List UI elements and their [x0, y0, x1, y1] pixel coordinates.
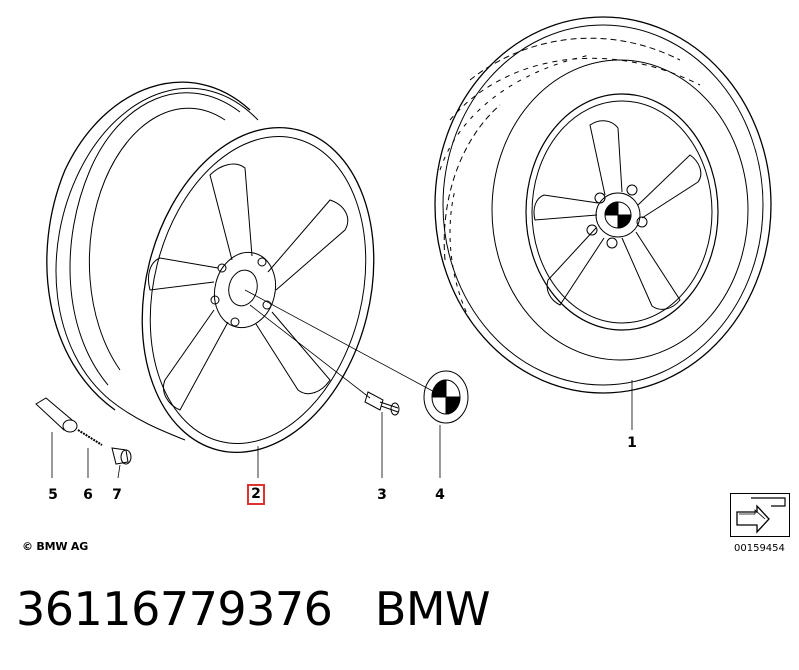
copyright-label: © BMW AG — [22, 540, 89, 553]
callout-valve-stem[interactable]: 7 — [112, 487, 122, 503]
tire-wheel-drawing — [434, 16, 772, 394]
callout-valve-cap[interactable]: 5 — [48, 487, 58, 503]
brand-name: BMW — [374, 582, 491, 636]
callout-bolt[interactable]: 3 — [377, 487, 387, 503]
rim-drawing — [46, 81, 375, 454]
callout-rim[interactable]: 2 — [247, 484, 265, 505]
leader-lines — [51, 289, 633, 479]
part-number: 36116779376 — [16, 582, 333, 636]
callout-tire-wheel[interactable]: 1 — [627, 435, 637, 451]
valve-cap-drawing — [35, 397, 78, 433]
part-caption: 36116779376 BMW — [16, 582, 491, 636]
valve-stem-drawing — [111, 447, 132, 465]
diagram-id-label: 00159454 — [734, 543, 785, 554]
bolt-drawing — [364, 391, 400, 416]
valve-core-drawing — [77, 429, 103, 446]
hub-cap-drawing — [423, 370, 469, 424]
arrow-sheet-icon — [730, 493, 790, 537]
callout-valve-core[interactable]: 6 — [83, 487, 93, 503]
callout-hub-cap[interactable]: 4 — [435, 487, 445, 503]
